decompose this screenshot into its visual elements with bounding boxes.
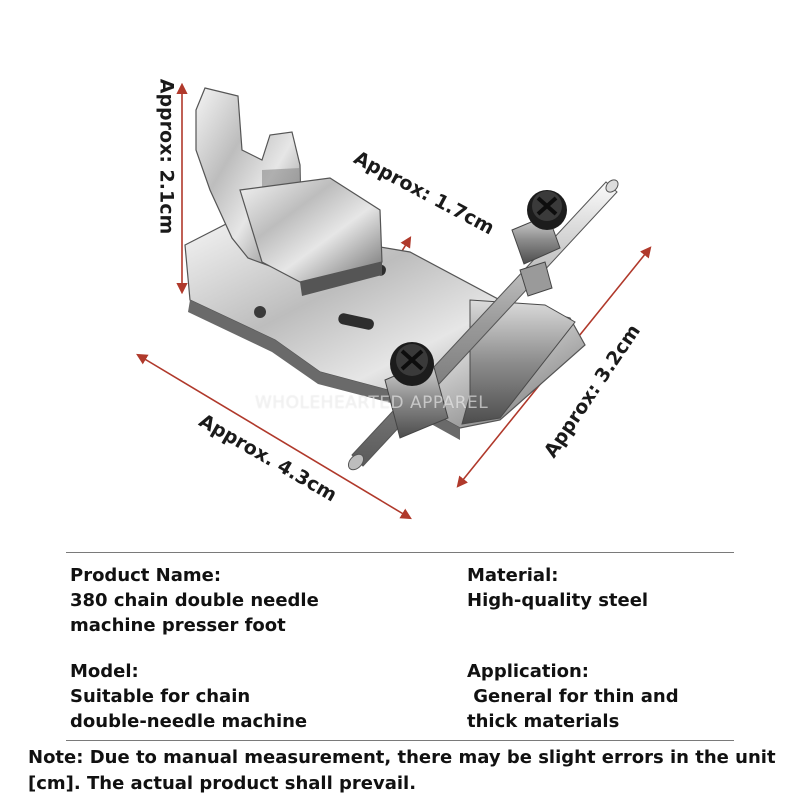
length-dimension-line	[136, 353, 412, 520]
screw-icon	[390, 342, 434, 386]
divider-bottom	[66, 740, 734, 741]
presser-foot-body	[184, 87, 586, 440]
spec-label: Model:	[70, 661, 139, 682]
height-label: Approx: 2.1cm	[155, 78, 178, 235]
spec-value: High-quality steel	[467, 590, 649, 611]
spec-label: Product Name:	[70, 565, 222, 586]
spec-model: Model: Suitable for chain double-needle …	[70, 659, 307, 734]
spec-label: Material:	[467, 565, 559, 586]
spec-application: Application: General for thin and thick …	[467, 659, 679, 734]
screw-icon	[527, 190, 567, 230]
spec-material: Material: High-quality steel	[467, 563, 648, 613]
spec-label: Application:	[467, 661, 590, 682]
spec-value: Suitable for chain double-needle machine	[70, 686, 308, 732]
spec-product-name: Product Name: 380 chain double needle ma…	[70, 563, 319, 638]
watermark-text: WHOLEHEARTED APPAREL	[255, 393, 489, 413]
divider-top	[66, 552, 734, 553]
spec-value: 380 chain double needle machine presser …	[70, 590, 319, 636]
presser-foot-photo	[136, 82, 652, 520]
measurement-note: Note: Due to manual measurement, there m…	[28, 747, 776, 794]
spec-value: General for thin and thick materials	[467, 686, 679, 732]
